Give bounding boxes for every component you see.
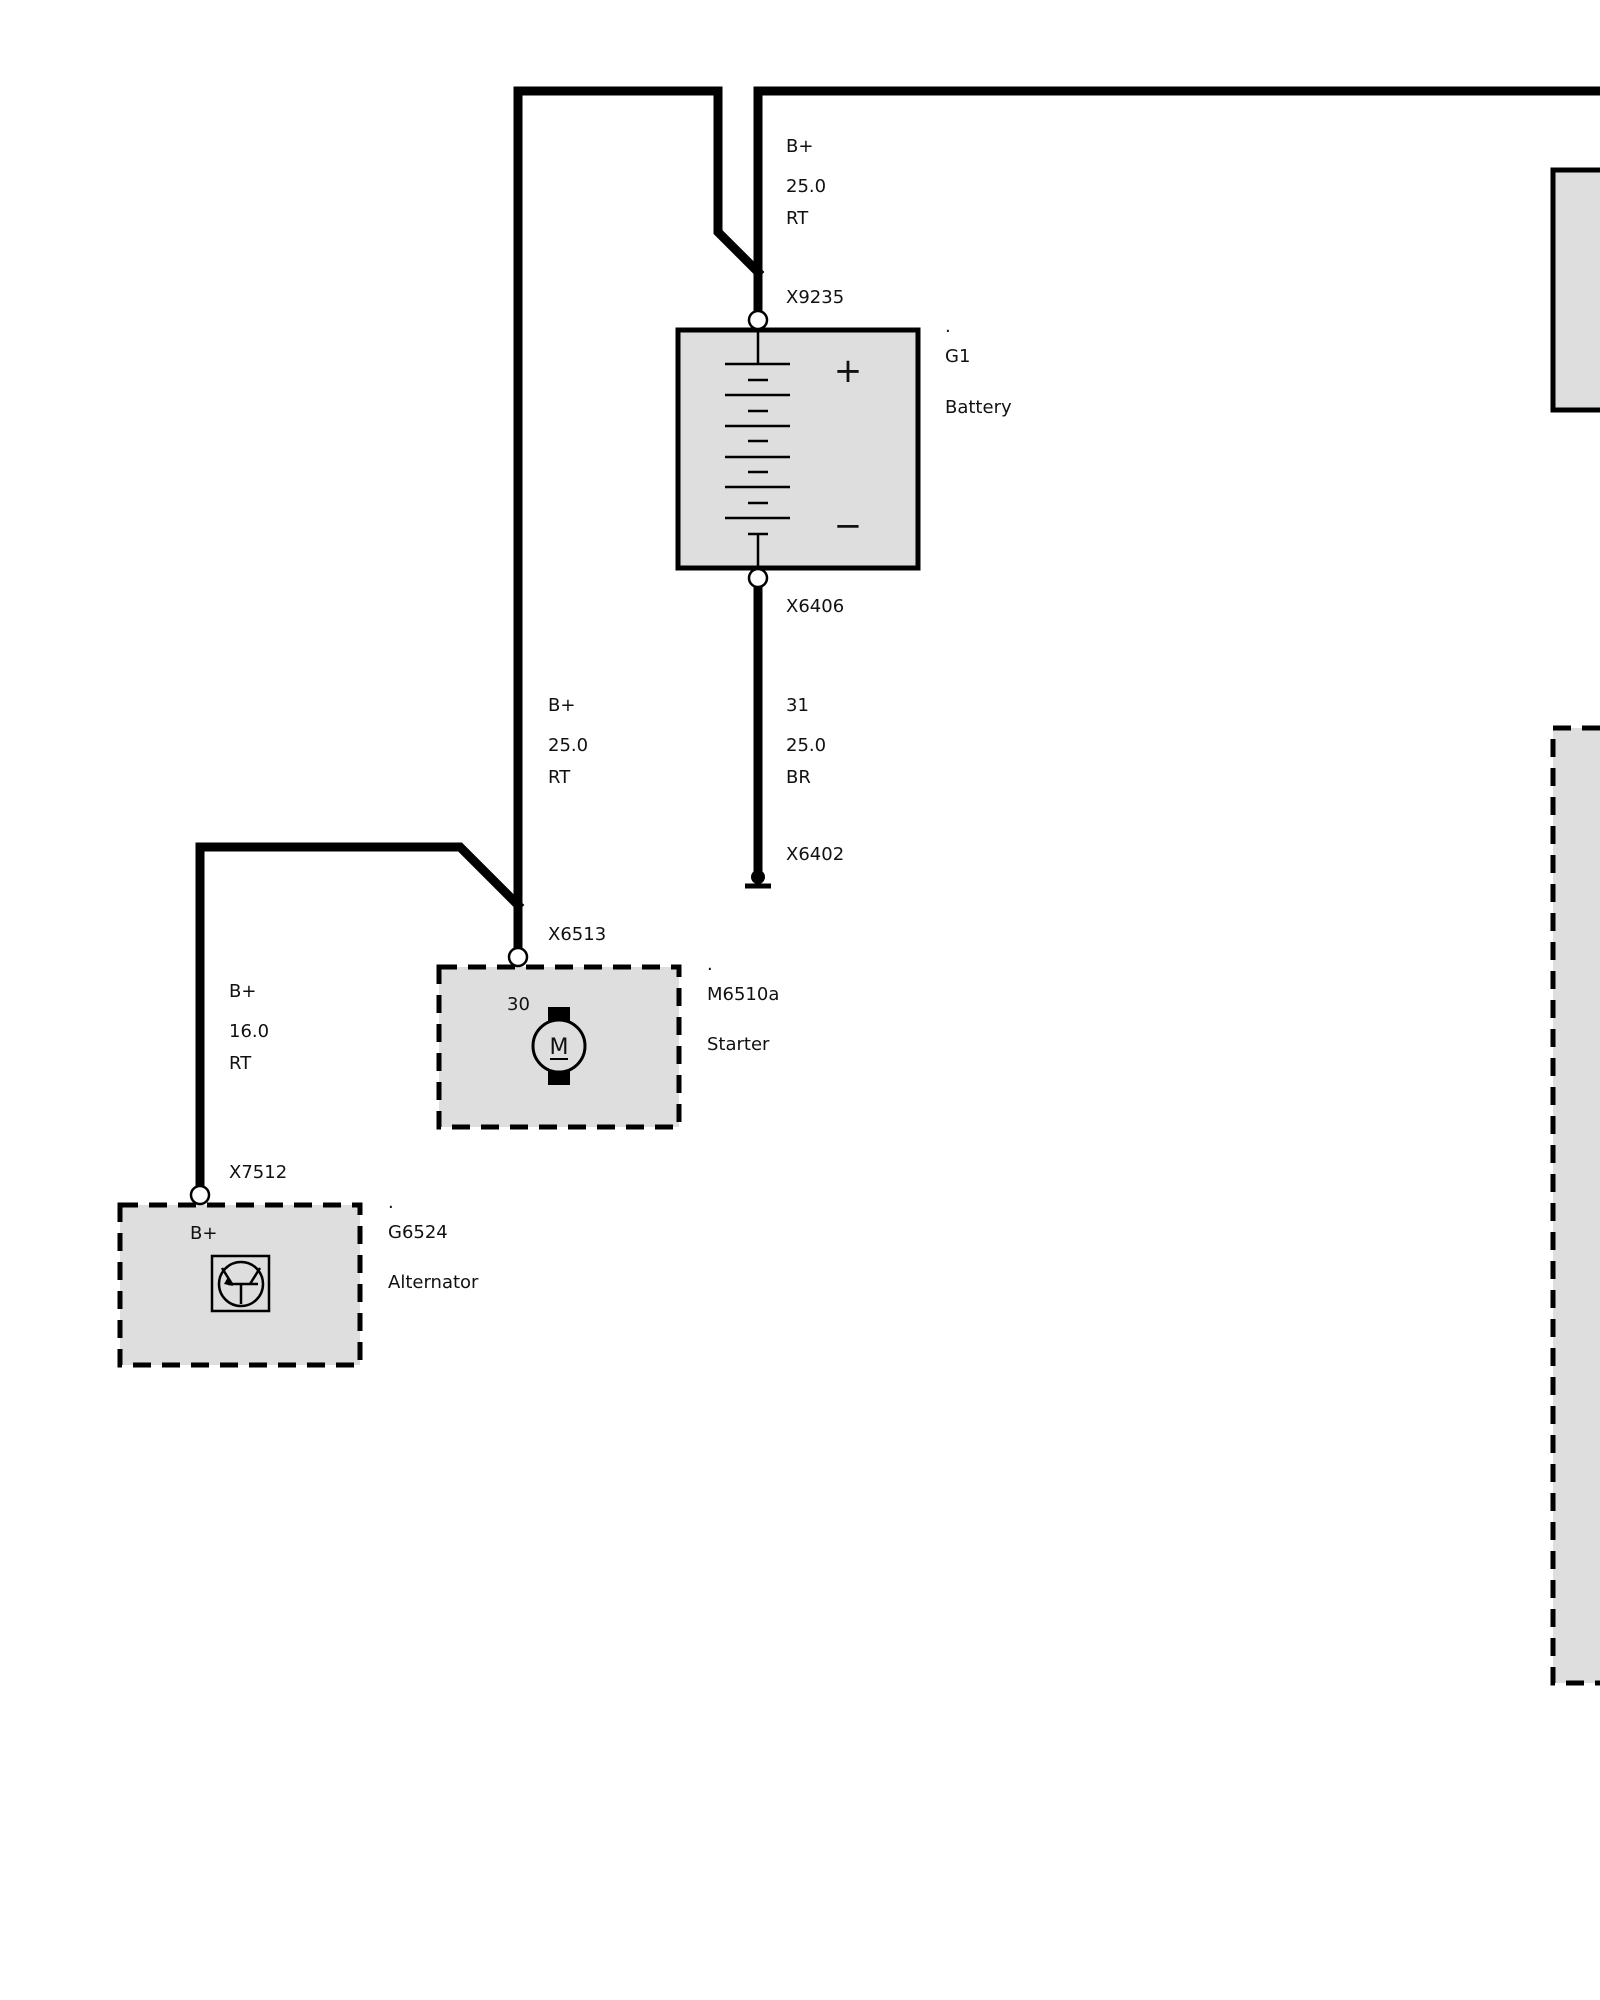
battery-component[interactable]: + − . G1 Battery (675, 309, 1012, 589)
alternator-id: G6524 (388, 1222, 448, 1243)
offscreen-components (1550, 167, 1600, 1686)
battery-minus-symbol: − (834, 506, 863, 546)
alternator-terminal-label: B+ (190, 1223, 217, 1244)
starter-name: Starter (707, 1034, 770, 1055)
battery-name: Battery (945, 397, 1012, 418)
battery-cells-icon (725, 332, 790, 568)
battery-ground-signal: 31 (786, 695, 809, 716)
battery-plus-symbol: + (834, 351, 863, 391)
battery-id: G1 (945, 346, 970, 367)
alternator-feed-color: RT (229, 1053, 252, 1074)
connector-x7512[interactable]: X7512 (229, 1162, 287, 1183)
starter-feed-size: 25.0 (548, 735, 588, 756)
connector-labels: X9235 X6406 X6402 X6513 X7512 (229, 287, 844, 1183)
svg-text:M: M (550, 1035, 569, 1060)
alternator-pin[interactable] (189, 1184, 211, 1206)
battery-plus-pin[interactable] (747, 309, 769, 331)
battery-feed-signal: B+ (786, 136, 813, 157)
battery-feed-color: RT (786, 208, 809, 229)
alternator-name: Alternator (388, 1272, 479, 1293)
transistor-icon (210, 1254, 271, 1313)
connector-x6513[interactable]: X6513 (548, 924, 606, 945)
starter-feed-color: RT (548, 767, 571, 788)
starter-dot: . (707, 954, 713, 975)
wire-starter-feed[interactable] (513, 86, 765, 958)
starter-id: M6510a (707, 984, 779, 1005)
battery-dot: . (945, 316, 951, 337)
motor-icon: M (531, 1007, 587, 1085)
alternator-feed-size: 16.0 (229, 1021, 269, 1042)
starter-feed-signal: B+ (548, 695, 575, 716)
wire-battery-main-feed[interactable] (753, 86, 1600, 325)
battery-box[interactable] (675, 327, 921, 571)
alternator-component[interactable]: B+ . G6524 Alternator (117, 1184, 479, 1368)
alternator-dot: . (388, 1192, 394, 1213)
starter-terminal-label: 30 (507, 994, 530, 1015)
offscreen-module-bottom[interactable] (1550, 725, 1600, 1686)
offscreen-module-top[interactable] (1550, 167, 1600, 413)
battery-ground-size: 25.0 (786, 735, 826, 756)
ground-point[interactable] (745, 870, 771, 889)
battery-ground-color: BR (786, 767, 811, 788)
connector-x9235[interactable]: X9235 (786, 287, 844, 308)
starter-component[interactable]: M 30 . M6510a Starter (436, 946, 779, 1130)
battery-feed-size: 25.0 (786, 176, 826, 197)
wire-labels: B+ 25.0 RT 31 25.0 BR B+ 25.0 RT B+ 16.0… (229, 136, 826, 1074)
wire-alternator-feed[interactable] (195, 842, 525, 1198)
alternator-feed-signal: B+ (229, 981, 256, 1002)
connector-x6402[interactable]: X6402 (786, 844, 844, 865)
connector-x6406[interactable]: X6406 (786, 596, 844, 617)
battery-minus-pin[interactable] (747, 567, 769, 589)
ground-icon (751, 870, 765, 884)
starter-pin[interactable] (507, 946, 529, 968)
wires (195, 86, 1600, 1198)
